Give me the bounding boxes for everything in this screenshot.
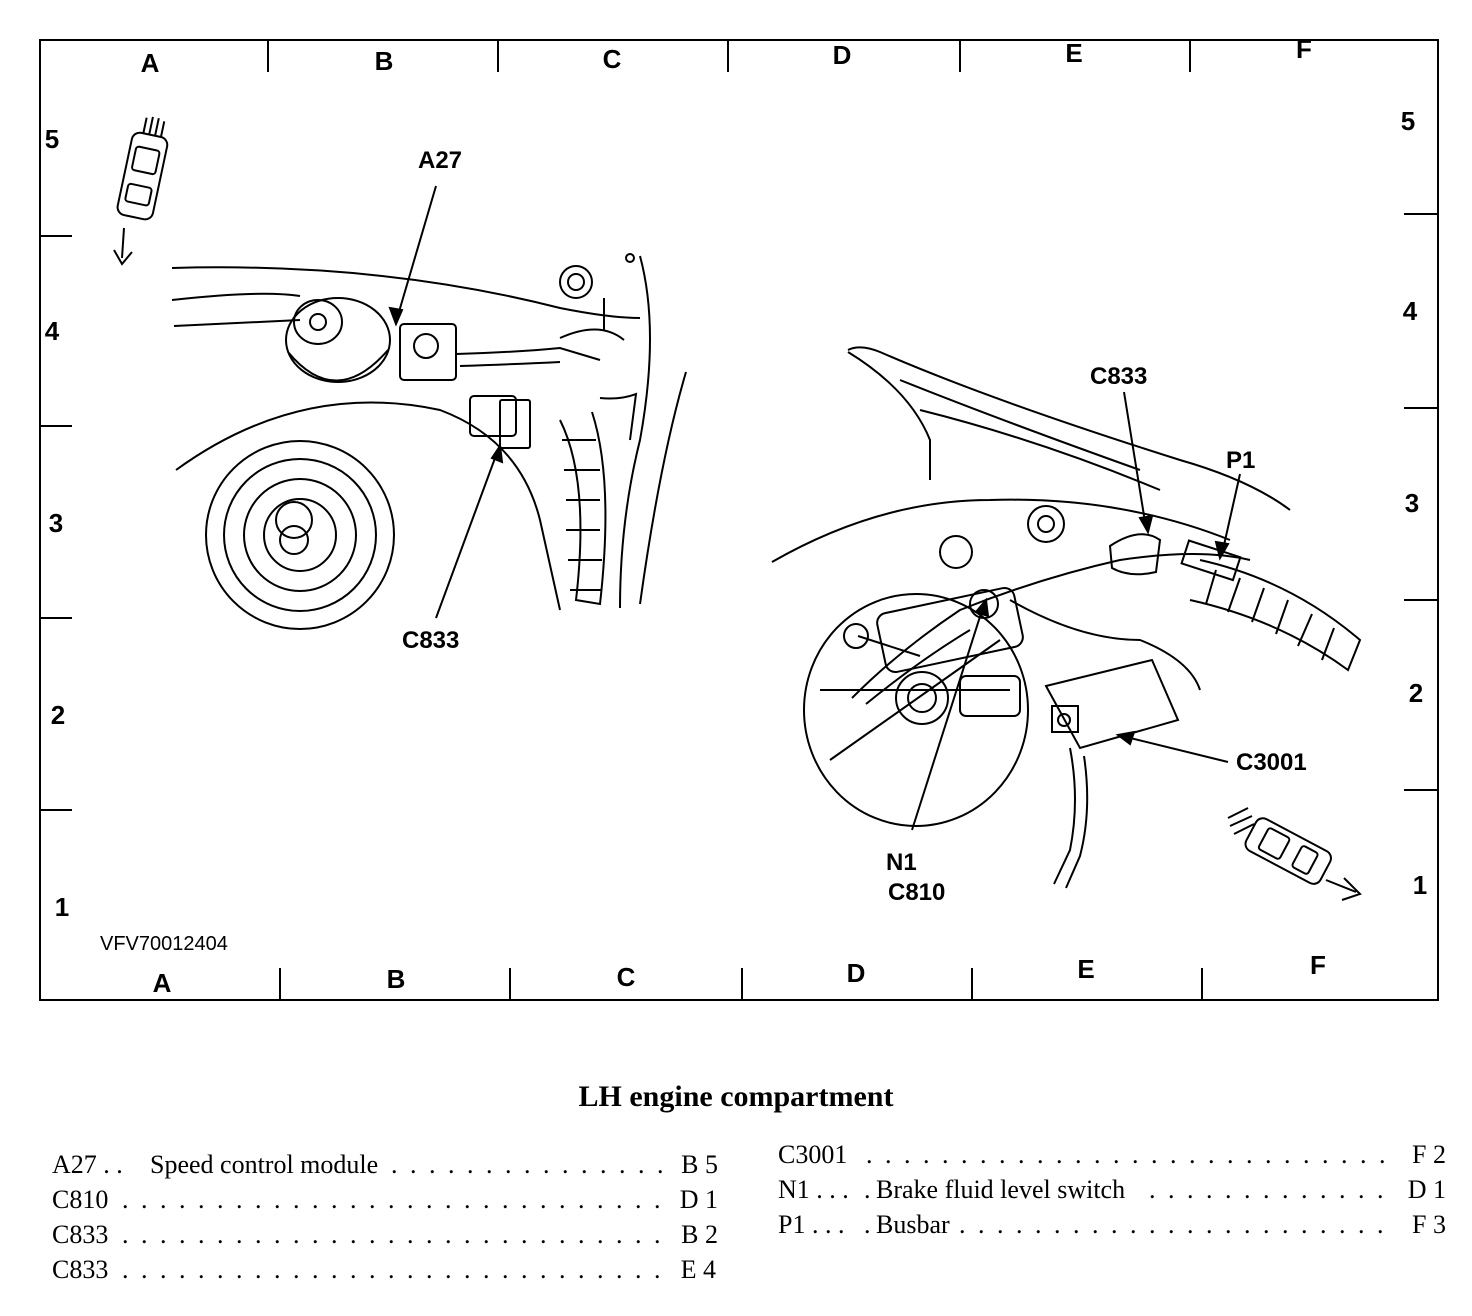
callout-c833-right: C833 [1090, 363, 1147, 390]
legend-ref: C810 [52, 1185, 109, 1214]
grid-number-left-4: 4 [45, 316, 60, 346]
grid-letter-bottom-d: D [847, 958, 866, 988]
legend-loc: D 1 [666, 1183, 718, 1217]
callout-c833-left: C833 [402, 627, 459, 654]
grid-number-right-3: 3 [1405, 488, 1419, 518]
legend-desc: Speed control module [150, 1150, 389, 1179]
vehicle-direction-icon-bottom [1227, 807, 1362, 901]
callout-p1: P1 [1226, 447, 1255, 474]
vehicle-direction-icon-top [113, 116, 169, 266]
grid-letter-bottom-a: A [153, 968, 172, 998]
legend-row: P1 . . . . . . . . . . . . . . . . . . .… [778, 1208, 1446, 1243]
grid-letter-bottom-c: C [617, 962, 636, 992]
legend-row: C833 . . . . . . . . . . . . . . . . . .… [52, 1253, 722, 1288]
legend-ref: C3001 [778, 1140, 848, 1169]
grid-letter-bottom-b: B [387, 964, 406, 994]
engine-compartment-diagram: A B C D E F A B C D E F 5 4 3 2 1 5 4 3 … [39, 34, 1439, 1001]
legend-loc: E 4 [664, 1253, 716, 1287]
grid-letter-top-d: D [833, 40, 852, 70]
legend-row: N1 . . . . . . . . . . . . . . . . . . .… [778, 1173, 1446, 1208]
grid-letter-top-c: C [603, 44, 622, 74]
legend-dots: . . . . . . . . . . . . . . . . . . . . … [122, 1255, 678, 1284]
leader-arrows [388, 185, 1241, 831]
grid-number-left-3: 3 [49, 508, 63, 538]
left-illustration [171, 253, 687, 630]
grid-letter-top-b: B [375, 46, 394, 76]
grid-letter-top-e: E [1065, 38, 1082, 68]
grid-number-right-4: 4 [1403, 296, 1418, 326]
grid-letter-top-f: F [1296, 34, 1312, 64]
top-grid-ticks [40, 40, 1438, 1000]
legend-left-column: A27 . . . . . . . . . . . . . . . . . . … [52, 1148, 722, 1288]
grid-letter-top-a: A [141, 48, 160, 78]
legend-row: C833 . . . . . . . . . . . . . . . . . .… [52, 1218, 722, 1253]
legend-ref: A27 . . [52, 1150, 123, 1179]
legend-loc: F 3 [1394, 1208, 1446, 1242]
callout-n1: N1 [886, 849, 917, 876]
legend-ref: N1 . . . [778, 1175, 849, 1204]
grid-number-left-1: 1 [55, 892, 69, 922]
callout-c810: C810 [888, 879, 945, 906]
legend-desc: Brake fluid level switch [876, 1175, 1136, 1204]
grid-number-left-5: 5 [45, 124, 59, 154]
page-title: LH engine compartment [578, 1080, 894, 1113]
legend-row: C3001 . . . . . . . . . . . . . . . . . … [778, 1138, 1446, 1173]
legend-loc: D 1 [1394, 1173, 1446, 1207]
grid-number-right-2: 2 [1409, 678, 1423, 708]
callout-a27: A27 [418, 147, 462, 174]
grid-number-left-2: 2 [51, 700, 65, 730]
legend-dots: . . . . . . . . . . . . . . . . . . . . … [122, 1220, 702, 1249]
diagram-frame [39, 39, 1439, 1001]
legend-ref: C833 [52, 1220, 109, 1249]
grid-number-right-5: 5 [1401, 106, 1415, 136]
callout-c3001: C3001 [1236, 749, 1307, 776]
legend-loc: B 5 [666, 1148, 718, 1182]
legend-desc: Busbar [876, 1210, 960, 1239]
grid-number-right-1: 1 [1413, 870, 1427, 900]
legend-dots: . . . . . . . . . . . . . . . . . . . . … [122, 1185, 702, 1214]
legend-right-column: C3001 . . . . . . . . . . . . . . . . . … [778, 1138, 1446, 1243]
legend-dots: . . . . . . . . . . . . . . . . . . . . … [866, 1140, 1396, 1169]
legend-ref: C833 [52, 1255, 109, 1284]
figure-reference: VFV70012404 [100, 933, 228, 955]
legend-ref: P1 . . . [778, 1210, 845, 1239]
grid-letter-bottom-e: E [1077, 954, 1094, 984]
legend-row: A27 . . . . . . . . . . . . . . . . . . … [52, 1148, 722, 1183]
legend-row: C810 . . . . . . . . . . . . . . . . . .… [52, 1183, 722, 1218]
legend-loc: B 2 [666, 1218, 718, 1252]
grid-letter-bottom-f: F [1310, 950, 1326, 980]
right-illustration [771, 346, 1362, 889]
legend-loc: F 2 [1394, 1138, 1446, 1172]
